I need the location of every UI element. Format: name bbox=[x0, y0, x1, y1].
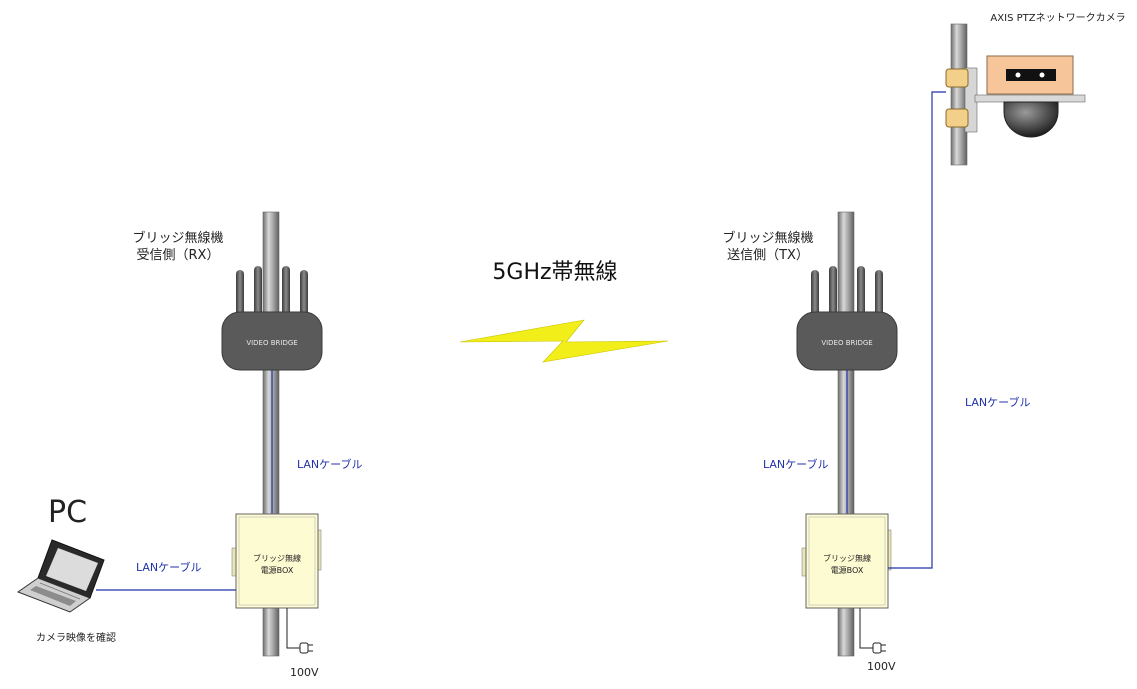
wireless-link: 5GHz帯無線 bbox=[459, 260, 669, 363]
rx-antennas bbox=[236, 266, 308, 320]
tx-plug-icon bbox=[872, 642, 886, 654]
tx-antennas bbox=[811, 266, 883, 320]
laptop-icon bbox=[16, 539, 105, 613]
rx-box-line1: ブリッジ無線 bbox=[253, 553, 301, 563]
tx-title-line1: ブリッジ無線機 bbox=[722, 230, 813, 246]
camera: AXIS PTZネットワークカメラ LANケーブル bbox=[888, 12, 1126, 569]
rx-power-box: ブリッジ無線 電源BOX bbox=[231, 513, 322, 609]
rx-title-line1: ブリッジ無線機 bbox=[132, 230, 223, 246]
tx-title-line2: 送信側（TX） bbox=[727, 248, 809, 263]
rx-box-line2: 電源BOX bbox=[261, 566, 294, 575]
camera-cable-label: LANケーブル bbox=[965, 395, 1030, 409]
camera-lan-cable bbox=[888, 91, 946, 569]
pc: PC カメラ映像を確認 LANケーブル bbox=[16, 495, 236, 644]
tx-cable-label: LANケーブル bbox=[763, 457, 828, 471]
rx-device-label: VIDEO BRIDGE bbox=[246, 339, 297, 347]
tx-box-line1: ブリッジ無線 bbox=[823, 553, 871, 563]
wireless-label: 5GHz帯無線 bbox=[492, 260, 617, 285]
rx-station: VIDEO BRIDGE ブリッジ無線機 受信側（RX） LANケーブル ブリッ… bbox=[132, 211, 362, 679]
rx-title-line2: 受信側（RX） bbox=[137, 248, 220, 263]
tx-box-line2: 電源BOX bbox=[831, 566, 864, 575]
pc-caption: カメラ映像を確認 bbox=[36, 631, 116, 644]
pc-title: PC bbox=[48, 495, 87, 530]
camera-bracket-upper bbox=[945, 68, 969, 88]
rx-power-label: 100V bbox=[290, 666, 319, 679]
lightning-bolt-icon bbox=[459, 319, 669, 363]
camera-bracket-lower bbox=[945, 108, 969, 128]
pc-cable-label: LANケーブル bbox=[136, 560, 201, 574]
tx-power-label: 100V bbox=[867, 660, 896, 673]
camera-dome bbox=[1003, 101, 1059, 138]
tx-device-label: VIDEO BRIDGE bbox=[821, 339, 872, 347]
rx-cable-label: LANケーブル bbox=[297, 457, 362, 471]
tx-station: VIDEO BRIDGE ブリッジ無線機 送信側（TX） LANケーブル ブリッ… bbox=[722, 211, 898, 673]
rx-plug-icon bbox=[299, 642, 313, 654]
camera-pole bbox=[950, 23, 968, 166]
camera-title: AXIS PTZネットワークカメラ bbox=[990, 12, 1125, 24]
tx-power-box: ブリッジ無線 電源BOX bbox=[801, 513, 892, 609]
